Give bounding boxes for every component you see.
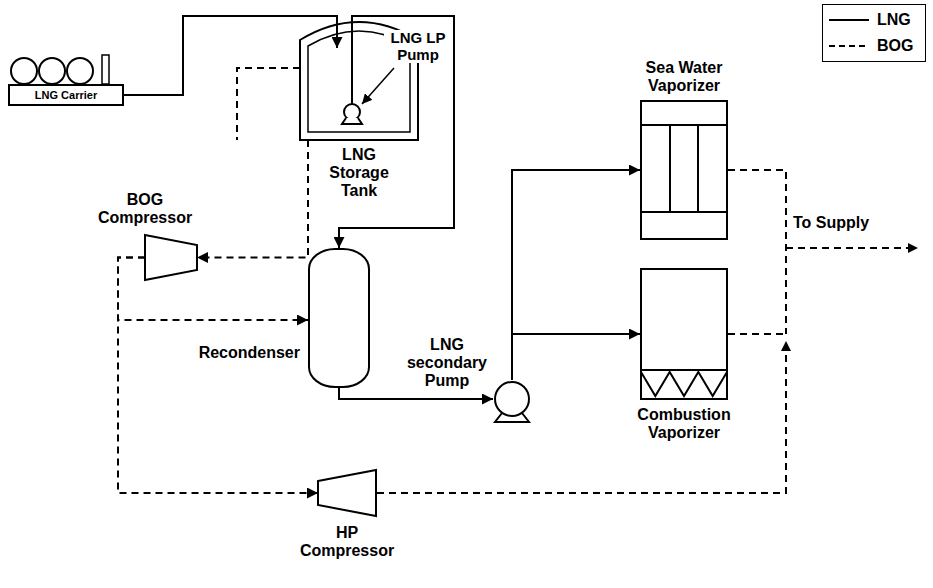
node-label: BOG Compressor (93, 191, 197, 227)
ship-tank-dome (67, 58, 93, 84)
legend-line-sample (829, 15, 869, 25)
node-label: Recondenser (199, 344, 300, 362)
compressor-outline (145, 235, 197, 280)
bog-line (237, 68, 300, 140)
compressor-outline (318, 470, 376, 516)
pump-base (342, 118, 362, 124)
legend-entry: BOG (823, 33, 925, 59)
pump-casing (495, 382, 529, 416)
legend-text: LNG (877, 11, 911, 29)
bog-supply-line (728, 170, 786, 334)
compressor-symbol: BOG Compressor (145, 235, 197, 280)
legend-text: BOG (877, 37, 913, 55)
burner-line (641, 369, 727, 371)
lng-line (124, 16, 337, 95)
panel-line (641, 125, 727, 212)
box-outline (641, 269, 727, 399)
bog-supply-line (728, 333, 786, 335)
vaporizer-box: Combustion Vaporizer (640, 268, 728, 400)
ship-tank-dome (39, 58, 65, 84)
bog-line (118, 258, 318, 494)
lng-line (339, 388, 493, 399)
node-label: HP Compressor (295, 524, 399, 560)
shape-outline (640, 100, 728, 240)
legend-entry: LNG (823, 7, 925, 33)
shape-outline (318, 470, 376, 516)
pump-riser (351, 22, 353, 104)
ship-funnel (102, 55, 109, 84)
supply-outlet-line (786, 247, 918, 249)
vaporizer-box: Sea Water Vaporizer (640, 100, 728, 240)
leader-line (362, 68, 394, 104)
ship-tank-dome (11, 58, 37, 84)
panel-line (670, 125, 698, 212)
legend-line (829, 19, 869, 21)
ship-hull: LNG Carrier (8, 84, 124, 106)
node-label: LNG Storage Tank (323, 146, 395, 200)
shape-outline (308, 248, 370, 388)
legend-line (829, 45, 869, 47)
recondenser-vessel: Recondenser (308, 248, 370, 388)
shape-outline (145, 235, 197, 280)
node-label: LNG Carrier (8, 84, 124, 106)
node-label: Sea Water Vaporizer (634, 59, 734, 95)
hull-outline (9, 85, 123, 105)
pump-symbol: LNG secondary Pump (493, 380, 531, 418)
callout-label: LNG LP Pump (384, 30, 452, 63)
shape-outline (493, 380, 531, 418)
box-outline (641, 101, 727, 239)
shape-outline (640, 268, 728, 400)
lp-pump-symbol (344, 104, 360, 120)
vessel-outline (309, 249, 369, 387)
lng-line (512, 170, 640, 380)
legend-line-sample (829, 41, 869, 51)
bog-line (197, 140, 308, 258)
legend-box: LNG BOG (822, 4, 926, 62)
outlet-label: To Supply (792, 214, 870, 232)
node-label: LNG secondary Pump (405, 336, 489, 390)
lng-line (512, 334, 640, 380)
node-label: Combustion Vaporizer (632, 406, 736, 442)
compressor-symbol: HP Compressor (318, 470, 376, 516)
burner-flame (641, 372, 727, 396)
